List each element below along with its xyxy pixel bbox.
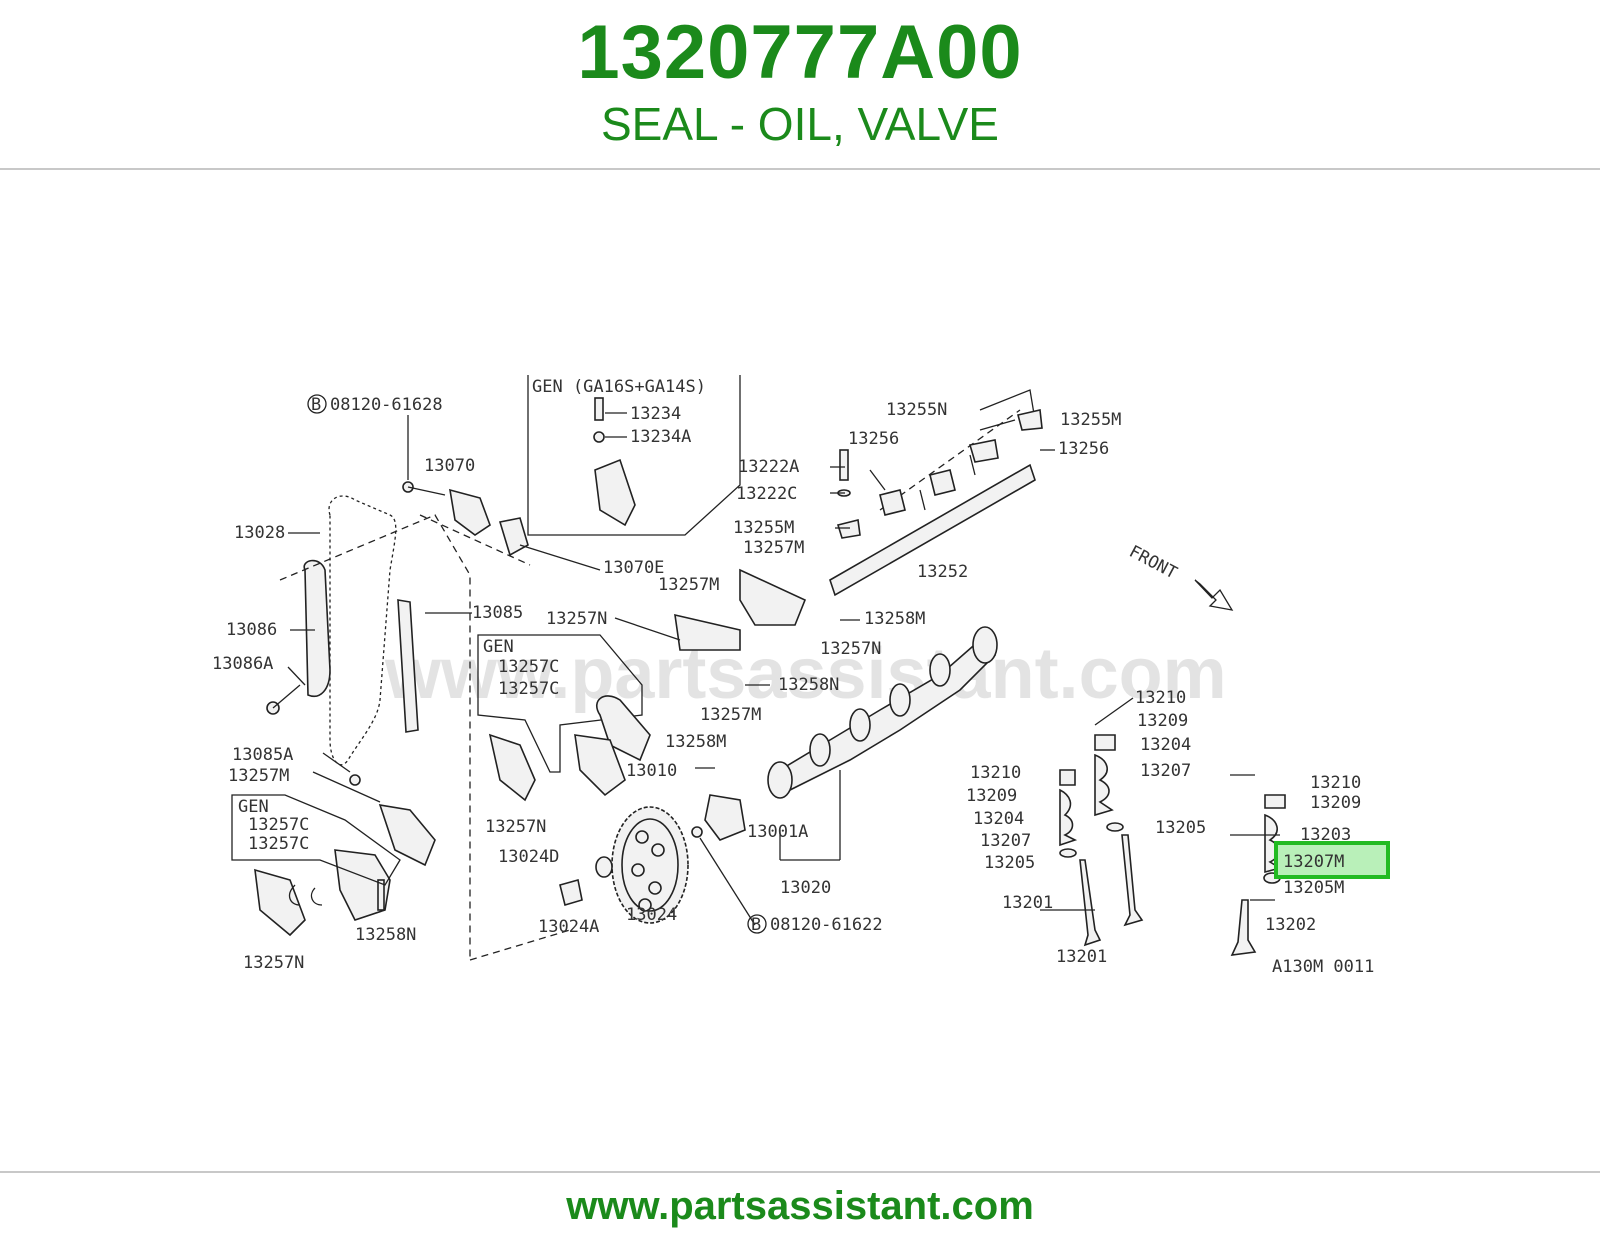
label-13256-top: 13256 <box>848 429 899 449</box>
label-13257C-center-2: 13257C <box>498 679 559 699</box>
label-13086: 13086 <box>226 620 277 640</box>
leader-lines <box>287 412 1280 911</box>
label-13257N-center: 13257N <box>546 609 607 629</box>
label-13205-left: 13205 <box>984 853 1035 873</box>
label-13085A: 13085A <box>232 745 293 765</box>
label-13234A: 13234A <box>630 427 691 447</box>
label-13201-lower: 13201 <box>1056 947 1107 967</box>
bolt-marker-b-top: B <box>311 395 321 415</box>
label-13258M-center: 13258M <box>665 732 726 752</box>
label-13205M: 13205M <box>1283 878 1344 898</box>
part-labels: 08120-61628 13070 13028 13070E 13085 130… <box>212 377 1390 977</box>
footer-website-link[interactable]: www.partsassistant.com <box>566 1184 1034 1228</box>
label-08120-61628: 08120-61628 <box>330 395 443 415</box>
label-13024A: 13024A <box>538 917 599 937</box>
camshaft-drawing <box>767 389 1043 799</box>
label-13028: 13028 <box>234 523 285 543</box>
label-13205-mid: 13205 <box>1155 818 1206 838</box>
label-13257C-left-2: 13257C <box>248 834 309 854</box>
label-13024: 13024 <box>626 905 677 925</box>
label-13258M-right: 13258M <box>864 609 925 629</box>
label-13024D: 13024D <box>498 847 559 867</box>
label-13070E: 13070E <box>603 558 664 578</box>
label-13255N: 13255N <box>886 400 947 420</box>
gen-box-center <box>477 634 643 773</box>
label-13010: 13010 <box>626 761 677 781</box>
label-13209-right: 13209 <box>1310 793 1361 813</box>
front-arrow-icon <box>1194 579 1234 611</box>
label-13204-left: 13204 <box>973 809 1024 829</box>
label-13256-right: 13256 <box>1058 439 1109 459</box>
label-13085: 13085 <box>472 603 523 623</box>
valve-assembly-drawing <box>1059 734 1286 956</box>
label-13207-left: 13207 <box>980 831 1031 851</box>
label-13210-left: 13210 <box>970 763 1021 783</box>
label-13255M-top: 13255M <box>1060 410 1121 430</box>
bolt-marker-icon <box>307 394 327 414</box>
label-13257M-right: 13257M <box>743 538 804 558</box>
label-08120-61622: 08120-61622 <box>770 915 883 935</box>
label-13207-mid: 13207 <box>1140 761 1191 781</box>
label-13257C-left-1: 13257C <box>248 815 309 835</box>
label-13257C-center-1: 13257C <box>498 657 559 677</box>
watermark-text: www.partsassistant.com <box>384 634 1227 714</box>
label-13257N-right: 13257N <box>820 639 881 659</box>
label-13210-mid: 13210 <box>1135 688 1186 708</box>
label-13257M-lower: 13257M <box>700 705 761 725</box>
label-13070: 13070 <box>424 456 475 476</box>
label-13209-left: 13209 <box>966 786 1017 806</box>
label-13210-right: 13210 <box>1310 773 1361 793</box>
header-divider <box>0 168 1600 170</box>
bolt-marker-b-bottom: B <box>751 915 761 935</box>
label-13234: 13234 <box>630 404 681 424</box>
front-label: FRONT <box>1126 542 1181 584</box>
footer-divider <box>0 1171 1600 1173</box>
label-13201-upper: 13201 <box>1002 893 1053 913</box>
part-number-title: 1320777A00 <box>577 10 1023 95</box>
label-13001A: 13001A <box>747 822 808 842</box>
label-13222C: 13222C <box>736 484 797 504</box>
parts-diagram: www.partsassistant.com <box>180 340 1420 1010</box>
page-header: 1320777A00 SEAL - OIL, VALVE <box>0 0 1600 168</box>
timing-chain-drawing <box>254 481 571 961</box>
part-description: SEAL - OIL, VALVE <box>601 98 999 150</box>
label-13222A: 13222A <box>738 457 799 477</box>
label-13258N-left: 13258N <box>355 925 416 945</box>
sprocket-drawing <box>559 794 756 926</box>
bolt-marker-icon <box>747 914 767 934</box>
label-13202: 13202 <box>1265 915 1316 935</box>
label-13257M-left: 13257M <box>228 766 289 786</box>
label-13257M-center: 13257M <box>658 575 719 595</box>
label-13258N-center: 13258N <box>778 675 839 695</box>
label-gen-left: GEN <box>238 797 269 817</box>
highlighted-part-box[interactable] <box>1274 841 1390 879</box>
gen-box-upper <box>527 375 741 536</box>
label-13255M-mid: 13255M <box>733 518 794 538</box>
label-13252: 13252 <box>917 562 968 582</box>
label-13086A: 13086A <box>212 654 273 674</box>
label-13204-mid: 13204 <box>1140 735 1191 755</box>
label-gen-ga16s-ga14s: GEN (GA16S+GA14S) <box>532 377 706 397</box>
rocker-arm-drawing <box>488 397 807 802</box>
diagram-code-label: A130M 0011 <box>1272 957 1374 977</box>
label-13020: 13020 <box>780 878 831 898</box>
label-13257N-lower: 13257N <box>485 817 546 837</box>
label-13257N-left: 13257N <box>243 953 304 973</box>
label-gen-center: GEN <box>483 637 514 657</box>
label-13209-mid: 13209 <box>1137 711 1188 731</box>
label-13203: 13203 <box>1300 825 1351 845</box>
gen-box-lower-left <box>231 794 401 886</box>
label-13207M-highlighted[interactable]: 13207M <box>1283 852 1344 872</box>
